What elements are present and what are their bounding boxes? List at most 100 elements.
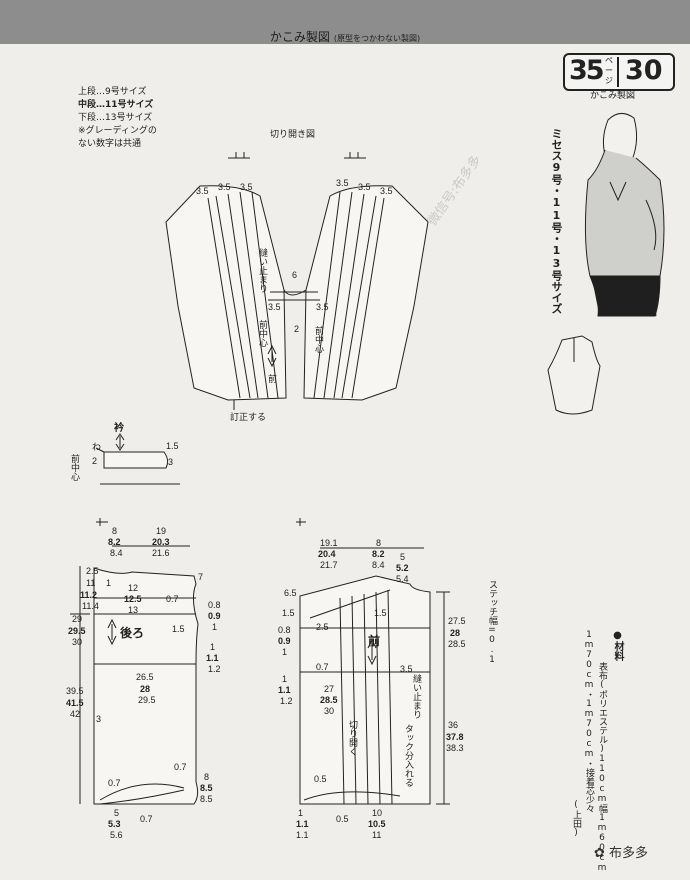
back-dim-07: 0.7	[166, 594, 179, 604]
title-subtitle: (原型をつかわない製図)	[333, 34, 421, 43]
front-top3-l: 5.4	[396, 574, 409, 584]
cut-dim-35-e: 3.5	[358, 182, 371, 192]
front-bottom1-l: 1.1	[296, 830, 309, 840]
back-top2-m: 20.3	[152, 537, 170, 547]
back-d08-s: 0.8	[208, 600, 221, 610]
collar-dim-3: 3	[168, 457, 174, 467]
back-d11-s: 1	[210, 642, 216, 652]
front-dim-07: 0.7	[316, 662, 329, 672]
front-right1-s: 27.5	[448, 616, 466, 626]
front-dim-65: 6.5	[284, 588, 297, 598]
front-right1-m: 28	[450, 628, 461, 638]
front-bottom2-s: 10	[372, 808, 383, 818]
badge-right-number: 30	[625, 55, 663, 86]
title-text: かこみ製図	[269, 30, 330, 44]
size-note-5: ない数字は共通	[78, 139, 142, 149]
front-dim-05-b: 0.5	[336, 814, 349, 824]
front-dim-35: 3.5	[400, 664, 413, 674]
front-bottom2-l: 11	[372, 830, 382, 840]
back-top2-s: 19	[156, 526, 167, 536]
model-illustration	[584, 113, 665, 317]
back-left3-s: 39.5	[66, 686, 84, 696]
back-left2-m: 29.5	[68, 626, 86, 636]
collar-dim-15: 1.5	[166, 441, 179, 451]
front-d11-s: 1	[282, 674, 288, 684]
front-d08-s: 0.8	[278, 625, 291, 635]
back-d11-m: 1.1	[206, 653, 219, 663]
front-sew-stop: 縫い止まり	[411, 674, 421, 719]
size-note-2: 中段…11号サイズ	[78, 100, 154, 110]
cut-dim-35-h: 3.5	[316, 302, 329, 312]
size-note-4: ※グレーディングの	[78, 126, 157, 136]
back-dim-7: 7	[198, 572, 204, 582]
wechat-label: ✿ 布多多	[594, 846, 649, 861]
front-dim-15: 1.5	[282, 608, 295, 618]
front-piece-name: 前	[368, 634, 381, 648]
back-dim-13: 13	[128, 605, 139, 615]
back-bottom-l: 5.6	[110, 830, 123, 840]
back-left1-s: 11	[86, 578, 96, 588]
back-top-s: 8	[112, 526, 118, 536]
collar-fold: わ	[92, 443, 102, 453]
back-piece-name: 後ろ	[120, 626, 145, 640]
back-bright-s: 8	[204, 772, 210, 782]
back-pattern-piece	[70, 518, 199, 805]
back-dim-12: 12	[128, 583, 139, 593]
page-header	[0, 0, 690, 44]
front-bottom1-m: 1.1	[296, 819, 309, 829]
front-dim-25: 2.5	[316, 622, 329, 632]
front-right2-s: 36	[448, 720, 459, 730]
cut-open-diagram	[165, 152, 429, 410]
materials-line-2: 1m70cm・1m70cm・接着芯少々	[584, 630, 594, 813]
cut-dim-35-b: 3.5	[218, 182, 231, 192]
front-d08-m: 0.9	[278, 636, 291, 646]
back-left1-m: 11.2	[80, 590, 98, 600]
front-waist-s: 27	[324, 684, 335, 694]
front-top2-m: 8.2	[372, 549, 385, 559]
front-pattern-piece	[296, 518, 450, 805]
back-left1-l: 11.4	[82, 601, 99, 611]
back-waist-s: 26.5	[136, 672, 154, 682]
back-bottom-m: 5.3	[108, 819, 121, 829]
front-cut-open: 切り開く	[347, 720, 357, 756]
front-d11-m: 1.1	[278, 685, 291, 695]
cut-front-label: 前	[268, 375, 278, 385]
front-stitch-width: ステッチ幅=0.1	[487, 580, 497, 665]
collar-title: 衿	[114, 423, 124, 434]
front-top2-l: 8.4	[372, 560, 385, 570]
cut-dim-6: 6	[292, 270, 298, 280]
back-dim-07-b: 0.7	[108, 778, 121, 788]
cut-correct-label: 訂正する	[230, 413, 267, 423]
cut-dim-35-d: 3.5	[336, 178, 349, 188]
cut-dim-2: 2	[294, 324, 300, 334]
back-top-l: 8.4	[110, 548, 123, 558]
size-note-3: 下段…13号サイズ	[78, 113, 153, 123]
front-top3-s: 5	[400, 552, 406, 562]
front-right1-l: 28.5	[448, 639, 466, 649]
cut-dim-35-c: 3.5	[240, 182, 253, 192]
badge-divider	[617, 57, 619, 87]
badge-caption: かこみ製図	[590, 91, 636, 101]
front-top-s: 19.1	[320, 538, 338, 548]
page-number-badge: 35 ページ 30	[563, 53, 675, 91]
back-d08-m: 0.9	[208, 611, 221, 621]
front-d11-l: 1.2	[280, 696, 293, 706]
wechat-label-text: 布多多	[609, 846, 649, 861]
front-top-l: 21.7	[320, 560, 338, 570]
back-view-illustration	[547, 335, 601, 415]
cut-dim-35-g: 3.5	[268, 302, 281, 312]
badge-page-suffix: ページ	[605, 56, 613, 85]
back-waist-l: 29.5	[138, 695, 156, 705]
front-right2-l: 38.3	[446, 743, 464, 753]
model-size-caption: ミセス9号・11号・13号サイズ	[550, 128, 563, 314]
back-bright-m: 8.5	[200, 783, 213, 793]
front-waist-l: 30	[324, 706, 335, 716]
back-top2-l: 21.6	[152, 548, 170, 558]
front-bottom2-m: 10.5	[368, 819, 386, 829]
back-left2-s: 29	[72, 614, 83, 624]
cut-dim-35-f: 3.5	[380, 186, 393, 196]
back-dim-15: 1.5	[172, 624, 185, 634]
back-d11-l: 1.2	[208, 664, 221, 674]
